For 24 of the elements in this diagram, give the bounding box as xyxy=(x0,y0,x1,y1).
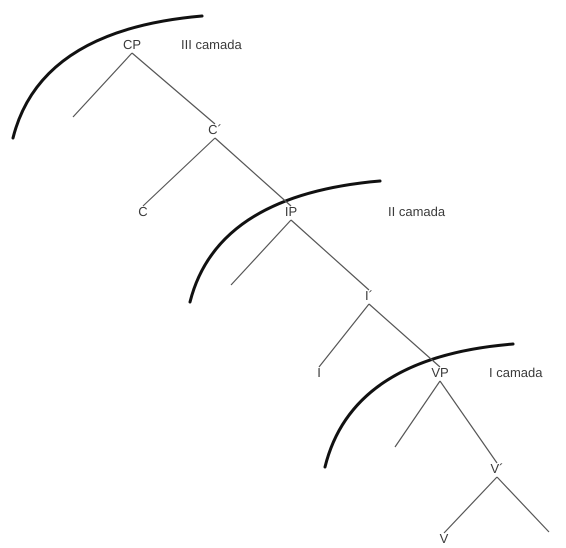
tree-branch xyxy=(230,220,292,286)
tree-node-label: V xyxy=(438,532,450,546)
tree-branch xyxy=(440,380,498,464)
tree-branch xyxy=(318,304,370,368)
tree-node-label: C´ xyxy=(207,123,223,137)
tree-branch xyxy=(444,476,498,534)
tree-node-label: CP xyxy=(122,38,142,52)
tree-branch xyxy=(132,52,216,124)
tree-node-label: I xyxy=(316,366,322,380)
tree-branch xyxy=(214,138,292,206)
layer-label: II camada xyxy=(388,205,446,219)
tree-branch xyxy=(72,52,132,118)
tree-branch xyxy=(290,220,370,290)
tree-branch xyxy=(368,304,440,368)
tree-branch xyxy=(496,476,550,532)
tree-node-label: V´ xyxy=(490,462,504,476)
layer-label: I camada xyxy=(489,366,542,380)
tree-node-label: VP xyxy=(430,366,450,380)
tree-node-label: I´ xyxy=(364,289,374,303)
tree-branch xyxy=(394,380,440,448)
layer-label: III camada xyxy=(181,38,242,52)
tree-node-label: IP xyxy=(284,205,298,219)
tree-branch xyxy=(142,138,216,206)
tree-node-label: C xyxy=(137,205,149,219)
